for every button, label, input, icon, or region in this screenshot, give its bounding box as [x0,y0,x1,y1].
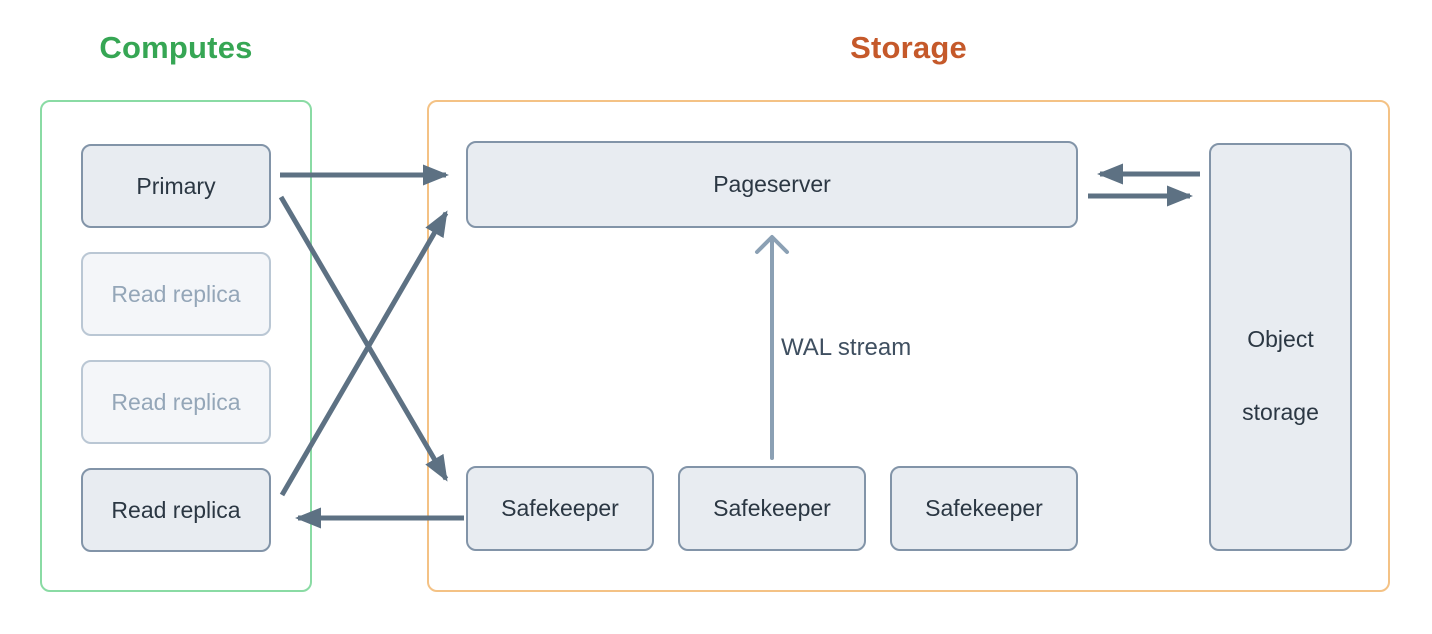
node-object-storage-label-line2: storage [1242,399,1319,425]
node-pageserver-label: Pageserver [713,171,831,197]
computes-group-title: Computes [99,30,253,65]
node-safekeeper-2-label: Safekeeper [713,495,831,521]
node-safekeeper-3: Safekeeper [890,466,1078,551]
node-read-replica-1-label: Read replica [111,280,241,307]
node-object-storage: Object storage [1209,143,1352,551]
node-read-replica-3: Read replica [81,468,271,552]
node-safekeeper-1: Safekeeper [466,466,654,551]
node-read-replica-2: Read replica [81,360,271,444]
node-read-replica-2-label: Read replica [111,388,241,415]
node-pageserver: Pageserver [466,141,1078,228]
node-read-replica-1: Read replica [81,252,271,336]
node-safekeeper-1-label: Safekeeper [501,495,619,521]
node-primary-label: Primary [136,172,216,199]
node-safekeeper-2: Safekeeper [678,466,866,551]
node-object-storage-label-line1: Object [1247,326,1314,352]
node-primary: Primary [81,144,271,228]
node-read-replica-3-label: Read replica [111,496,241,523]
node-safekeeper-3-label: Safekeeper [925,495,1043,521]
storage-group-title: Storage [850,30,967,65]
wal-stream-label: WAL stream [781,334,912,361]
